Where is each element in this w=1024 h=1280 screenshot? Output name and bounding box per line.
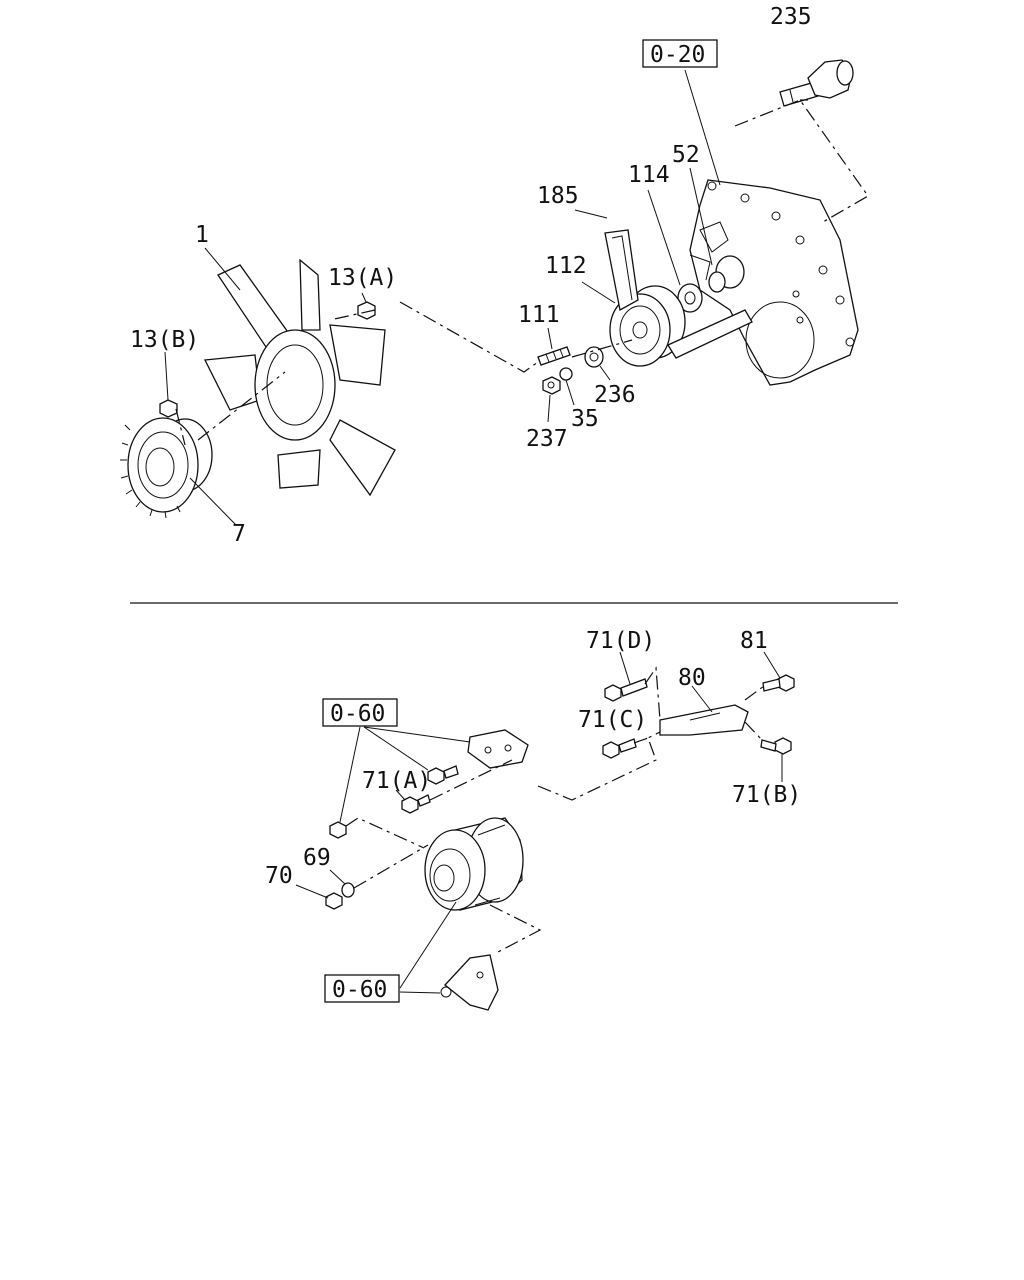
lower-bracket <box>440 954 499 1011</box>
shaft-235 <box>779 59 854 107</box>
callout-111: 111 <box>518 302 560 328</box>
callout-81: 81 <box>740 628 768 654</box>
stud-111 <box>537 346 571 366</box>
bolt-70-side <box>329 821 347 839</box>
fan-clutch-7 <box>120 417 213 519</box>
adjusting-bracket-80 <box>659 704 749 736</box>
callout-185: 185 <box>537 183 579 209</box>
callout-13a: 13(A) <box>328 265 397 291</box>
callout-52: 52 <box>672 142 700 168</box>
front-cover <box>689 179 859 386</box>
bolt-71c <box>602 738 637 759</box>
callout-69: 69 <box>303 845 331 871</box>
alternator <box>424 817 524 911</box>
callout-112: 112 <box>545 253 587 279</box>
callout-13b: 13(B) <box>130 327 199 353</box>
bolt-71b <box>760 737 792 755</box>
callout-71b: 71(B) <box>732 782 801 808</box>
callout-70: 70 <box>265 863 293 889</box>
nut-70 <box>325 892 343 910</box>
callout-237: 237 <box>526 426 568 452</box>
nut-13b <box>159 399 178 418</box>
callout-1: 1 <box>195 222 209 248</box>
ref-label-0-20[interactable]: 0-20 <box>650 42 705 68</box>
spacer-236 <box>584 346 604 368</box>
callout-7: 7 <box>232 521 246 547</box>
washer-69 <box>341 882 355 898</box>
upper-bracket <box>467 729 529 769</box>
nut-237 <box>542 376 561 395</box>
bottom-leaders <box>295 651 783 994</box>
callout-80: 80 <box>678 665 706 691</box>
ref-box-0-60-top <box>322 698 398 727</box>
bracket-185 <box>604 229 753 359</box>
ref-box-0-20 <box>642 39 718 68</box>
callout-labels: 235 0-20 52 114 185 1 13(A) 112 13(B) 11… <box>130 4 812 1003</box>
bushing-52 <box>708 255 745 293</box>
ref-box-0-60-bottom <box>324 974 400 1003</box>
top-leaders <box>164 69 869 526</box>
callout-71c: 71(C) <box>578 707 647 733</box>
idler-pulley-112 <box>609 285 686 367</box>
ref-label-0-60-bottom[interactable]: 0-60 <box>332 977 387 1003</box>
fan-1 <box>203 258 396 497</box>
bolt-upper-0-60 <box>427 765 459 785</box>
bolt-71d <box>604 678 648 702</box>
callout-236: 236 <box>594 382 636 408</box>
washer-35 <box>559 367 573 381</box>
callout-71d: 71(D) <box>586 628 655 654</box>
bolt-81 <box>762 674 795 692</box>
ref-label-0-60-top[interactable]: 0-60 <box>330 701 385 727</box>
callout-35: 35 <box>571 406 599 432</box>
callout-71a: 71(A) <box>362 768 431 794</box>
nut-13a <box>357 301 376 320</box>
callout-114: 114 <box>628 162 670 188</box>
bolt-71a <box>401 794 431 814</box>
callout-235: 235 <box>770 4 812 30</box>
